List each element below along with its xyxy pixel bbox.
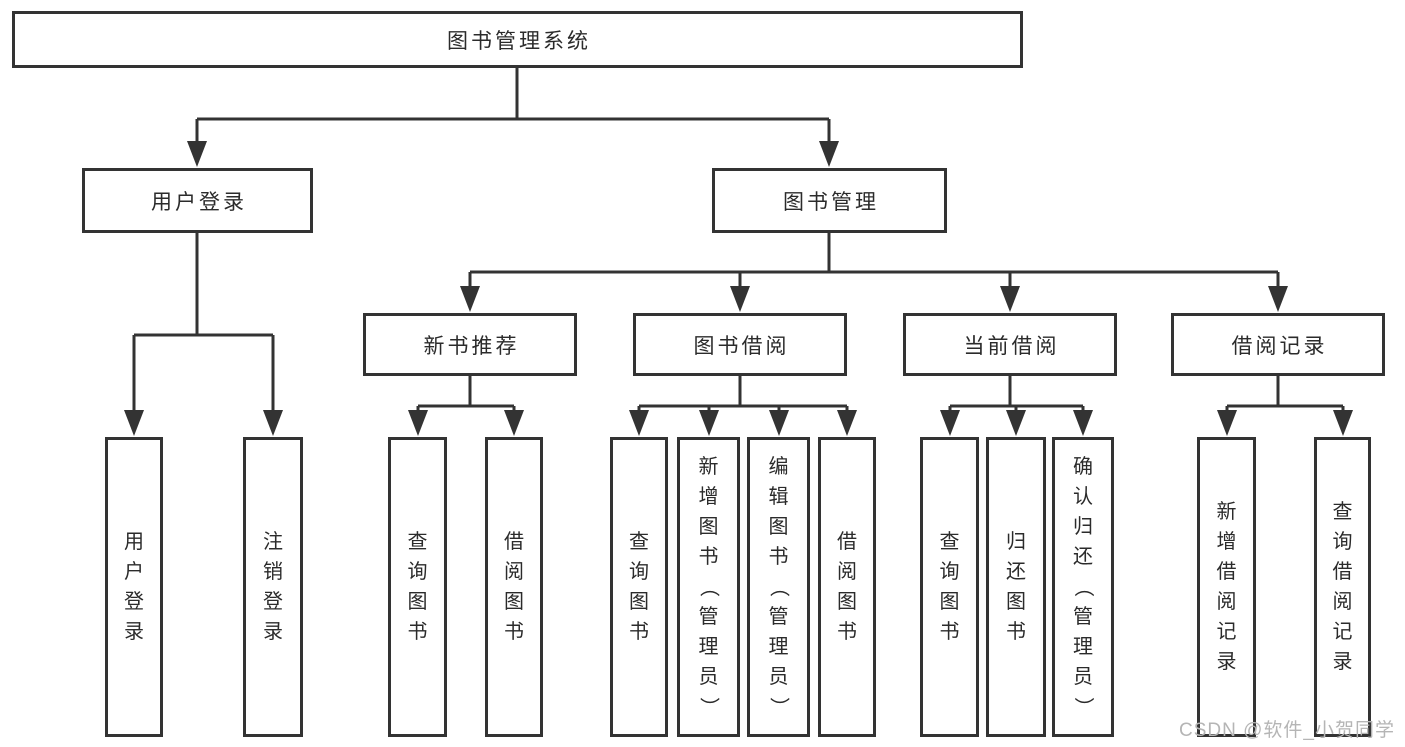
leaf-add-borrow-record: 新增借阅记录	[1197, 437, 1256, 737]
leaf-logout: 注销登录	[243, 437, 303, 737]
connector-borrow-records	[1225, 376, 1345, 414]
node-label: 借阅记录	[1231, 334, 1328, 358]
connector-book-mgmt	[468, 233, 1280, 290]
node-user-login: 用户登录	[82, 168, 313, 233]
leaf-query-borrow-record: 查询借阅记录	[1314, 437, 1371, 737]
leaf-user-login: 用户登录	[105, 437, 163, 737]
node-book-borrowing: 图书借阅	[633, 313, 847, 376]
leaf-add-books-admin: 新增图书（管理员）	[677, 437, 740, 737]
node-borrowing-records: 借阅记录	[1171, 313, 1385, 376]
leaf-borrow-books-recommend: 借阅图书	[485, 437, 543, 737]
node-label: 图书借阅	[693, 334, 790, 358]
node-label: 新书推荐	[423, 334, 520, 358]
connector-book-borrow	[637, 376, 849, 414]
node-book-management: 图书管理	[712, 168, 947, 233]
leaf-edit-books-admin: 编辑图书（管理员）	[747, 437, 810, 737]
node-label: 用户登录	[151, 190, 247, 214]
node-current-borrowing: 当前借阅	[903, 313, 1117, 376]
node-library-management-system: 图书管理系统	[12, 11, 1023, 68]
leaf-query-books-borrowing: 查询图书	[610, 437, 668, 737]
leaf-borrow-books: 借阅图书	[818, 437, 876, 737]
connector-user-login	[132, 233, 275, 413]
node-label: 当前借阅	[963, 334, 1060, 358]
connector-new-book	[416, 376, 516, 414]
node-new-book-recommend: 新书推荐	[363, 313, 577, 376]
connector-root-stem	[195, 68, 831, 144]
connector-current-borrow	[948, 376, 1085, 414]
leaf-return-books: 归还图书	[986, 437, 1046, 737]
leaf-query-books-current: 查询图书	[920, 437, 979, 737]
leaf-confirm-return-admin: 确认归还（管理员）	[1052, 437, 1114, 737]
arrowheads	[124, 141, 1353, 436]
node-label: 图书管理	[783, 190, 879, 214]
leaf-query-books-recommend: 查询图书	[388, 437, 447, 737]
csdn-watermark: CSDN @软件_小贺同学	[1179, 720, 1395, 741]
node-label: 图书管理系统	[447, 29, 591, 53]
